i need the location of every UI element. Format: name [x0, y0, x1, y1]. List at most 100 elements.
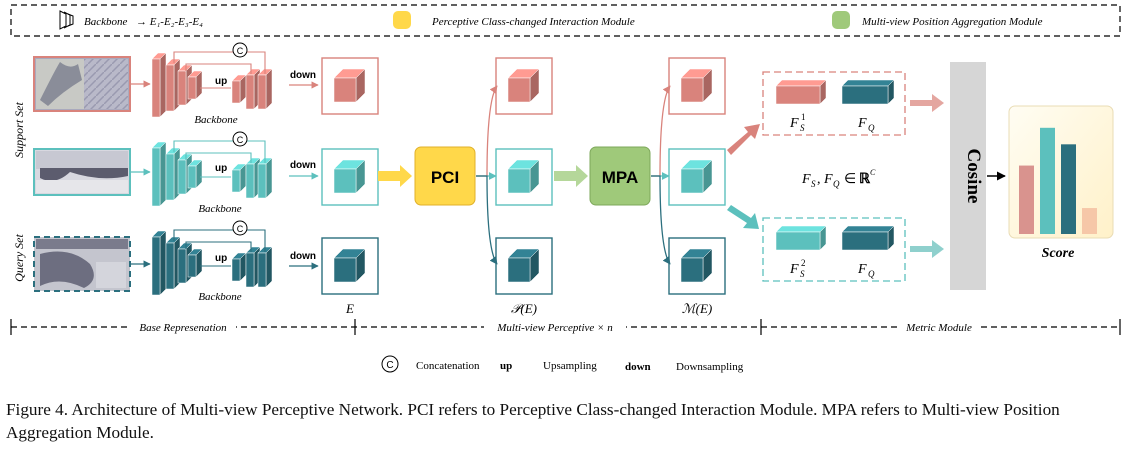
svg-text:S: S [811, 179, 816, 189]
svg-text:F: F [789, 262, 799, 277]
fs2-feature [775, 225, 827, 251]
up-label-3: up [215, 253, 227, 264]
svg-text:C: C [386, 360, 393, 371]
legend-down-text: Downsampling [676, 361, 744, 373]
score-bars [1019, 127, 1097, 234]
svg-text:F: F [857, 116, 867, 131]
stage-label-p: 𝒫(E) [511, 301, 537, 316]
feature-m-query-cube [680, 248, 713, 283]
encoder-layer-4 [187, 70, 203, 100]
skip-connection-inner [185, 152, 252, 163]
stage-label-m: ℳ(E) [682, 301, 713, 316]
encoder-layer-1 [151, 52, 167, 118]
svg-text:ℝ: ℝ [859, 172, 871, 187]
decoder-layer-1 [231, 74, 247, 104]
svg-text:S: S [800, 123, 805, 133]
up-label-1: up [215, 76, 227, 87]
down-arrow-3: down [289, 251, 319, 270]
encoder-layer-1 [151, 141, 167, 207]
flat-features [775, 79, 895, 251]
encoder-layer-4 [187, 248, 203, 278]
feature-space-formula: F S , F Q ∈ ℝ C [801, 168, 876, 189]
section-metric-label: Metric Module [905, 322, 972, 334]
skip-connection-inner [185, 63, 252, 74]
score-label: Score [1042, 246, 1075, 261]
fs1-label: F S 1 [789, 112, 806, 133]
caption-text: Figure 4. Architecture of Multi-view Per… [6, 400, 1060, 442]
support-to-cosine-arrow [910, 94, 944, 112]
svg-text:Q: Q [868, 123, 875, 133]
support-image-2 [33, 148, 131, 196]
feature-cubes [321, 57, 726, 295]
svg-text:down: down [290, 160, 316, 171]
cosine-block: Cosine [950, 62, 986, 290]
svg-text:,: , [817, 172, 821, 187]
mpa-label: MPA [602, 168, 639, 187]
backbone-label-2: Backbone [198, 203, 241, 215]
up-label-2: up [215, 163, 227, 174]
top-legend-frame [10, 4, 1121, 37]
legend-up-key: up [500, 360, 512, 372]
feature-m-support2 [668, 148, 726, 206]
mpa-legend-swatch [832, 11, 850, 29]
query-set-label: Query Set [12, 234, 26, 282]
top-legend: Backbone → E₁-E₂-E₃-E₄ Perceptive Class-… [10, 4, 1121, 37]
down-arrow-1: down [289, 70, 319, 89]
support-image-1 [33, 56, 131, 112]
svg-text:C: C [237, 135, 244, 145]
decoder-layer-1 [231, 252, 247, 282]
svg-text:∈: ∈ [844, 172, 856, 187]
feature-p-support1-cube [507, 68, 540, 103]
decoder-layer-1 [231, 163, 247, 193]
e-to-pci-arrow [378, 165, 412, 187]
feature-e-support2 [321, 148, 379, 206]
feature-p-query [495, 237, 553, 295]
backbone-query [151, 229, 273, 296]
legend-down-key: down [625, 361, 651, 373]
pci-branch-navy [476, 175, 498, 265]
svg-text:S: S [800, 269, 805, 279]
down-arrow-2: down [289, 160, 319, 180]
svg-text:F: F [823, 172, 833, 187]
feature-p-support1 [495, 57, 553, 115]
stage-label-e: E [345, 301, 354, 316]
legend-backbone-label: Backbone [84, 16, 127, 28]
support-set-label: Support Set [12, 102, 26, 158]
concat-legend-icon: C [381, 355, 399, 373]
feature-e-support2-cube [333, 159, 366, 194]
section-divider: Base Represenation Multi-view Perceptive… [10, 319, 1121, 335]
feature-e-support1-cube [333, 68, 366, 103]
to-support-metric-arrow [727, 124, 760, 155]
pci-legend-swatch [393, 11, 411, 29]
p-to-mpa-arrow [554, 165, 588, 187]
svg-text:F: F [857, 262, 867, 277]
support-metric-frame [762, 71, 906, 136]
svg-text:1: 1 [801, 112, 806, 122]
decoder-layer-3 [257, 157, 273, 199]
section-base-label: Base Represenation [139, 322, 227, 334]
fq-label-1: F Q [857, 116, 875, 133]
decoder-layer-3 [257, 246, 273, 288]
feature-m-query [668, 237, 726, 295]
concat-icon-3: C [232, 220, 248, 236]
svg-text:Q: Q [868, 269, 875, 279]
svg-text:Q: Q [833, 179, 840, 189]
concat-icon-1: C [232, 42, 248, 58]
decoder-layer-3 [257, 68, 273, 110]
feature-e-query-cube [333, 248, 366, 283]
score-card: Score [1008, 105, 1114, 261]
feature-e-query [321, 237, 379, 295]
score-bar-3 [1061, 144, 1076, 234]
mpa-block: MPA [589, 146, 651, 206]
feature-p-query-cube [507, 248, 540, 283]
pci-label: PCI [431, 168, 459, 187]
feature-p-support2-cube [507, 159, 540, 194]
pci-branch-red [476, 85, 498, 177]
encoder-layer-4 [187, 159, 203, 189]
query-image [33, 236, 131, 292]
feature-p-support2 [495, 148, 553, 206]
backbone-label-3: Backbone [198, 291, 241, 303]
concat-icon-2: C [232, 131, 248, 147]
backbones [151, 51, 273, 296]
